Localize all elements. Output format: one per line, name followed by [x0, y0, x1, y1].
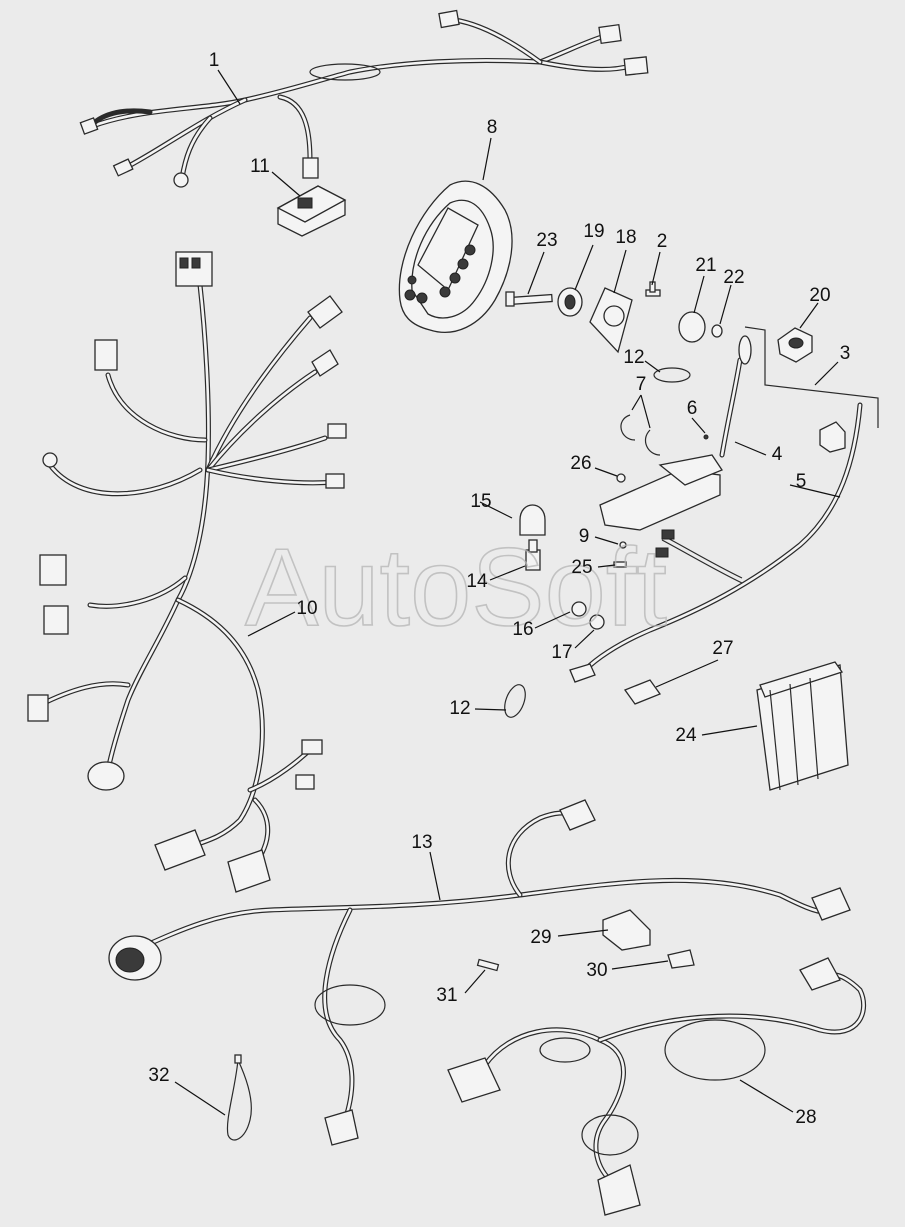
- callout-7: 7: [636, 374, 647, 395]
- callout-1: 1: [209, 50, 220, 71]
- harness-10: [27, 251, 347, 893]
- callout-4: 4: [772, 444, 783, 465]
- callout-19: 19: [583, 221, 604, 242]
- callout-11: 11: [250, 156, 270, 177]
- callout-13: 13: [411, 832, 432, 853]
- small-connectors: [476, 909, 695, 972]
- callout-5: 5: [796, 471, 807, 492]
- callout-16: 16: [512, 619, 533, 640]
- callout-22: 22: [723, 267, 744, 288]
- clips-and-fasteners: [504, 367, 709, 718]
- callout-27: 27: [712, 638, 733, 659]
- callout-21: 21: [695, 255, 716, 276]
- bracket-and-tubes: [582, 326, 879, 673]
- callout-labels: 1 2 3 4 5 6 7 8 9 10 11 12 12 13 14 15 1…: [148, 50, 850, 1128]
- callout-23: 23: [536, 230, 557, 251]
- callout-9: 9: [579, 526, 590, 547]
- callout-2: 2: [657, 231, 668, 252]
- callout-28: 28: [795, 1107, 816, 1128]
- callout-30: 30: [586, 960, 607, 981]
- callout-18: 18: [615, 227, 636, 248]
- callout-26: 26: [570, 453, 591, 474]
- callout-15: 15: [470, 491, 491, 512]
- controller-24: [756, 661, 849, 791]
- callout-17: 17: [551, 642, 572, 663]
- leader-lines: [174, 69, 841, 1116]
- callout-6: 6: [687, 398, 698, 419]
- harness-13: [108, 799, 851, 1146]
- callout-29: 29: [530, 927, 551, 948]
- callout-8: 8: [487, 117, 498, 138]
- watermark: AutoSoft: [245, 526, 667, 649]
- callout-24: 24: [675, 725, 697, 746]
- callout-20: 20: [809, 285, 830, 306]
- callout-14: 14: [466, 571, 488, 592]
- callout-31: 31: [436, 985, 457, 1006]
- callout-12-lower: 12: [449, 698, 470, 719]
- callout-32: 32: [148, 1065, 169, 1086]
- callout-3: 3: [840, 343, 851, 364]
- harness-28: [447, 957, 867, 1216]
- cable-tie-32: [226, 1054, 252, 1141]
- callout-10: 10: [296, 598, 317, 619]
- callout-12-upper: 12: [623, 347, 644, 368]
- mounting-hardware: [505, 281, 813, 363]
- callout-25: 25: [571, 557, 592, 578]
- display-8: [398, 180, 513, 334]
- relay-11: [276, 185, 347, 237]
- harness-1: [79, 9, 649, 188]
